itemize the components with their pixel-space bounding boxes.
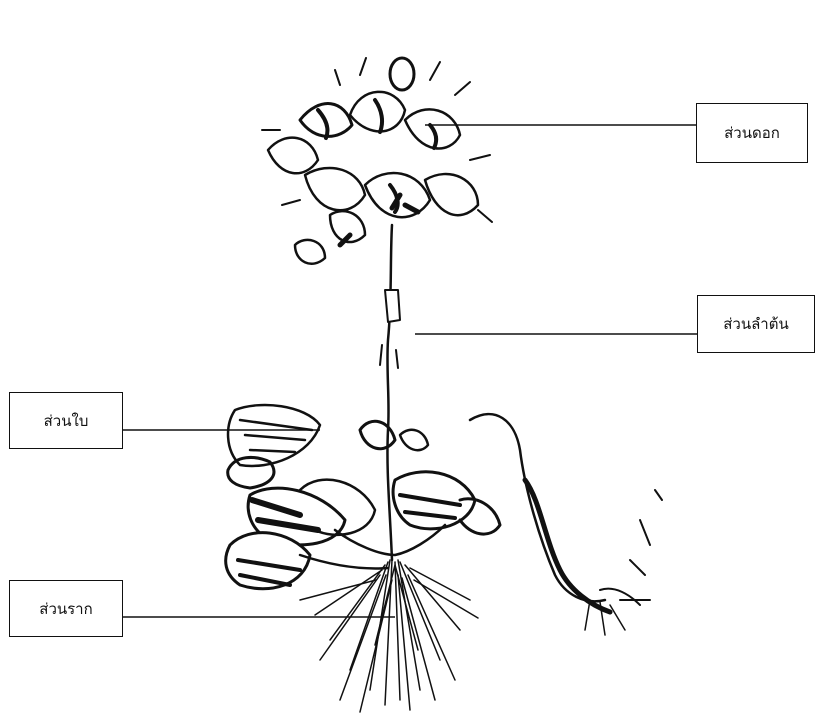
leaf-label: ส่วนใบ (44, 409, 89, 433)
leaf-label-box: ส่วนใบ (9, 392, 123, 449)
stem-label: ส่วนลำต้น (723, 312, 788, 336)
flower-label: ส่วนดอก (724, 121, 780, 145)
flower-cluster-drawing (262, 58, 492, 264)
root-label: ส่วนราก (39, 597, 92, 621)
roots-drawing (300, 560, 625, 712)
leader-lines (123, 125, 697, 617)
leaves-drawing (226, 405, 662, 612)
flower-label-box: ส่วนดอก (696, 103, 808, 163)
stem-label-box: ส่วนลำต้น (697, 295, 815, 353)
root-label-box: ส่วนราก (9, 580, 123, 637)
